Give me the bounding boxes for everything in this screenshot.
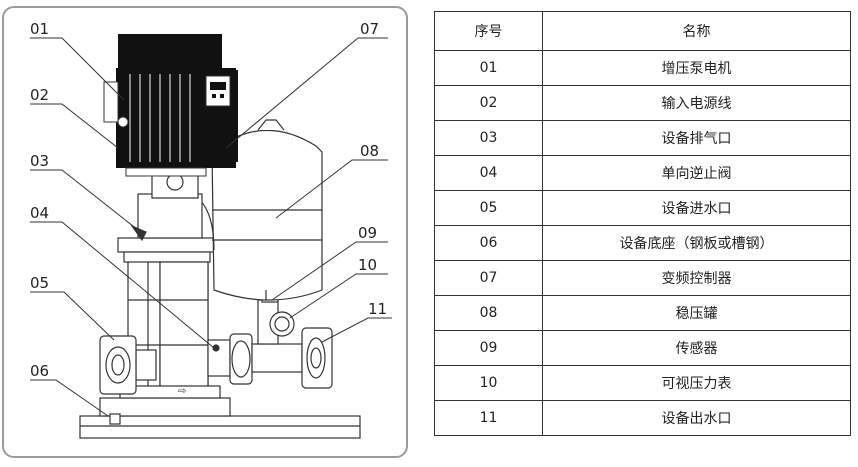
row-name: 设备排气口 bbox=[542, 120, 851, 156]
callout-05: 05 bbox=[30, 274, 49, 292]
row-name: 增压泵电机 bbox=[542, 50, 851, 86]
callout-08: 08 bbox=[360, 142, 379, 160]
row-index: 06 bbox=[434, 225, 543, 261]
callout-10: 10 bbox=[358, 256, 377, 274]
callout-07: 07 bbox=[360, 20, 379, 38]
outlet-flange bbox=[251, 327, 333, 389]
callout-04: 04 bbox=[30, 204, 49, 222]
check-valve bbox=[207, 333, 253, 385]
inlet-flange bbox=[99, 335, 157, 395]
callout-09: 09 bbox=[358, 224, 377, 242]
header-name: 名称 bbox=[542, 11, 851, 51]
motor bbox=[103, 34, 238, 177]
row-index: 09 bbox=[434, 330, 543, 366]
sensor-gauge bbox=[257, 293, 295, 345]
callout-06: 06 bbox=[30, 362, 49, 380]
pump-diagram: ⇨ bbox=[30, 20, 392, 439]
row-index: 05 bbox=[434, 190, 543, 226]
pump-frame: ⇨ bbox=[117, 237, 221, 399]
row-index: 08 bbox=[434, 295, 543, 331]
table-header-row: 序号 名称 bbox=[434, 11, 851, 51]
row-name: 设备进水口 bbox=[542, 190, 851, 226]
pressure-tank bbox=[211, 119, 323, 301]
callout-labels: 01 02 03 04 05 06 07 08 09 10 11 bbox=[30, 20, 387, 380]
row-index: 03 bbox=[434, 120, 543, 156]
base-plate bbox=[79, 397, 361, 439]
row-name: 设备底座（钢板或槽钢） bbox=[542, 225, 851, 261]
row-name: 可视压力表 bbox=[542, 365, 851, 401]
row-index: 10 bbox=[434, 365, 543, 401]
row-name: 传感器 bbox=[542, 330, 851, 366]
header-index: 序号 bbox=[434, 11, 543, 51]
callout-01: 01 bbox=[30, 20, 49, 38]
row-name: 稳压罐 bbox=[542, 295, 851, 331]
row-index: 01 bbox=[434, 50, 543, 86]
row-name: 输入电源线 bbox=[542, 85, 851, 121]
callout-03: 03 bbox=[30, 152, 49, 170]
row-index: 07 bbox=[434, 260, 543, 296]
row-index: 02 bbox=[434, 85, 543, 121]
svg-text:⇨: ⇨ bbox=[178, 386, 186, 397]
callout-02: 02 bbox=[30, 86, 49, 104]
row-name: 单向逆止阀 bbox=[542, 155, 851, 191]
row-name: 设备出水口 bbox=[542, 400, 851, 436]
row-index: 04 bbox=[434, 155, 543, 191]
callout-11: 11 bbox=[368, 300, 387, 318]
leader-lines bbox=[30, 37, 392, 417]
row-name: 变频控制器 bbox=[542, 260, 851, 296]
row-index: 11 bbox=[434, 400, 543, 436]
